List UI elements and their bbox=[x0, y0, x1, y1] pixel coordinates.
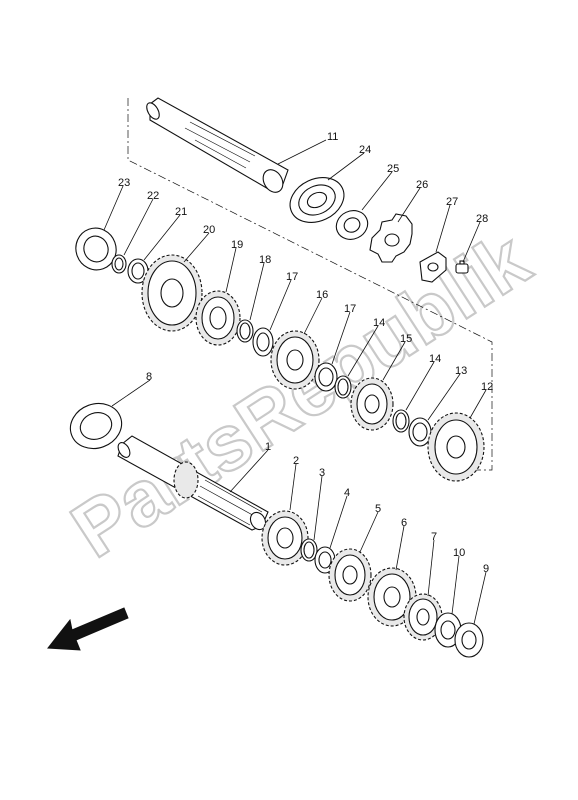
callout-22: 22 bbox=[147, 190, 159, 202]
callout-17-upper: 17 bbox=[286, 271, 298, 283]
gear-20[interactable] bbox=[141, 254, 203, 332]
washer-17-lower[interactable] bbox=[314, 362, 338, 392]
direction-arrow-icon bbox=[47, 607, 129, 651]
gear-5[interactable] bbox=[328, 548, 372, 602]
bearing-8[interactable] bbox=[64, 396, 128, 455]
main-shaft-1[interactable] bbox=[116, 435, 269, 532]
callout-16: 16 bbox=[316, 289, 328, 301]
callout-24: 24 bbox=[359, 144, 371, 156]
circlip-14-upper[interactable] bbox=[334, 375, 352, 399]
circlip-3[interactable] bbox=[300, 538, 318, 562]
bearing-23[interactable] bbox=[70, 222, 122, 275]
callout-1: 1 bbox=[265, 441, 271, 453]
circlip-18[interactable] bbox=[236, 319, 254, 343]
circlip-14-lower[interactable] bbox=[392, 409, 410, 433]
callout-9: 9 bbox=[483, 563, 489, 575]
leader-lines bbox=[103, 139, 487, 625]
bolt-28[interactable] bbox=[455, 260, 469, 274]
callout-6: 6 bbox=[401, 517, 407, 529]
washer-9[interactable] bbox=[454, 622, 484, 658]
callout-10: 10 bbox=[453, 547, 465, 559]
callout-14-lower: 14 bbox=[429, 353, 441, 365]
callout-19: 19 bbox=[231, 239, 243, 251]
bearing-24[interactable] bbox=[283, 169, 352, 231]
bearing-10[interactable] bbox=[434, 612, 462, 648]
washer-13[interactable] bbox=[408, 417, 432, 447]
lock-washer-27[interactable] bbox=[419, 251, 447, 283]
callout-14-upper: 14 bbox=[373, 317, 385, 329]
callout-11: 11 bbox=[327, 131, 338, 143]
callout-20: 20 bbox=[203, 224, 215, 236]
gear-12[interactable] bbox=[427, 412, 485, 482]
gear-7[interactable] bbox=[403, 593, 443, 641]
callout-7: 7 bbox=[431, 531, 437, 543]
callout-4: 4 bbox=[344, 487, 350, 499]
callout-21: 21 bbox=[175, 206, 187, 218]
washer-21[interactable] bbox=[127, 258, 149, 284]
callout-labels: 11 24 25 26 27 28 23 22 21 20 19 18 17 1… bbox=[118, 131, 493, 575]
callout-8: 8 bbox=[146, 371, 152, 383]
gear-16[interactable] bbox=[270, 330, 320, 390]
callout-13: 13 bbox=[455, 365, 467, 377]
callout-12: 12 bbox=[481, 381, 493, 393]
callout-17-lower: 17 bbox=[344, 303, 356, 315]
sprocket-26[interactable] bbox=[369, 213, 413, 263]
callout-28: 28 bbox=[476, 213, 488, 225]
gear-2[interactable] bbox=[261, 510, 309, 566]
callout-23: 23 bbox=[118, 177, 130, 189]
main-axle[interactable] bbox=[144, 97, 289, 196]
callout-27: 27 bbox=[446, 196, 458, 208]
oil-seal-25[interactable] bbox=[332, 206, 373, 245]
gear-19[interactable] bbox=[195, 290, 241, 346]
washer-17-upper[interactable] bbox=[252, 327, 274, 357]
assembly-frame bbox=[127, 98, 493, 471]
callout-3: 3 bbox=[319, 467, 325, 479]
callout-26: 26 bbox=[416, 179, 428, 191]
callout-15: 15 bbox=[400, 333, 412, 345]
gear-15[interactable] bbox=[350, 377, 394, 431]
callout-2: 2 bbox=[293, 455, 299, 467]
callout-18: 18 bbox=[259, 254, 271, 266]
callout-5: 5 bbox=[375, 503, 381, 515]
callout-25: 25 bbox=[387, 163, 399, 175]
circlip-22[interactable] bbox=[111, 254, 127, 274]
